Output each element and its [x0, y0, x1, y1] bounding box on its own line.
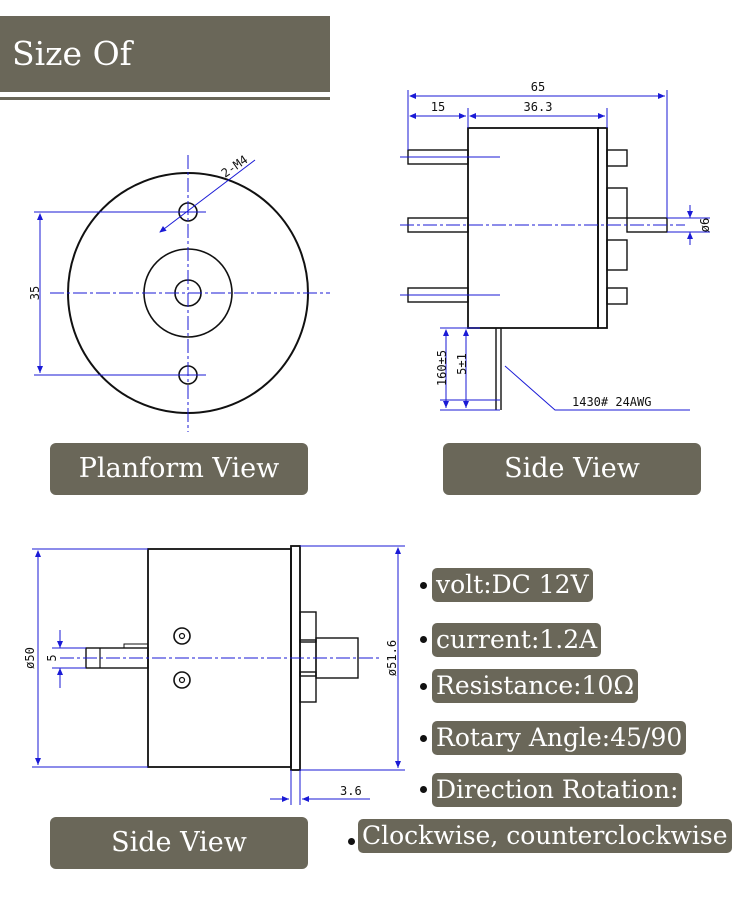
spec-bullet [420, 582, 427, 589]
dim-lead5-label: 5±1 [455, 353, 469, 375]
spec-bullet [348, 838, 355, 845]
dim-dia516-label: ø51.6 [385, 640, 399, 676]
spec-bullet [420, 683, 427, 690]
spec-bullet [420, 786, 427, 793]
planform-view-label: Planform View [50, 443, 308, 495]
dim-lead160-label: 160±5 [435, 350, 449, 386]
dim-36-label: 36.3 [524, 100, 553, 114]
spec-current: current:1.2A [432, 623, 602, 657]
dim-36b-label: 3.6 [340, 784, 362, 798]
spec-bullet [420, 636, 427, 643]
dim-dia50-label: ø50 [23, 647, 37, 669]
dim-35-label: 35 [28, 286, 42, 300]
spec-resistance: Resistance:10Ω [432, 669, 639, 703]
spec-direction: Direction Rotation: [432, 773, 683, 807]
dim-wire-label: 1430# 24AWG [572, 395, 651, 409]
side-view-top-drawing: 65 15 36.3 ø6 160±5 5±1 1430# 24AWG [400, 80, 712, 411]
spec-rotary-angle: Rotary Angle:45/90 [432, 721, 687, 755]
side-view-bottom-label: Side View [50, 817, 308, 869]
title-underline [0, 97, 330, 100]
dim-2m4-label: 2-M4 [219, 152, 251, 180]
page-title: Size Of Installation [0, 16, 330, 149]
dim-5-label: 5 [45, 654, 59, 661]
planform-drawing: 35 2-M4 [28, 152, 330, 432]
spec-bullet [420, 735, 427, 742]
spec-clockwise: Clockwise, counterclockwise [358, 819, 732, 853]
dim-shaft-label: ø6 [698, 218, 712, 232]
side-view-top-label: Side View [443, 443, 701, 495]
spec-volt: volt:DC 12V [432, 568, 593, 602]
dim-65-label: 65 [531, 80, 545, 94]
dim-15-label: 15 [431, 100, 445, 114]
side-view-bottom-drawing: ø50 5 ø51.6 3.6 [23, 545, 405, 805]
